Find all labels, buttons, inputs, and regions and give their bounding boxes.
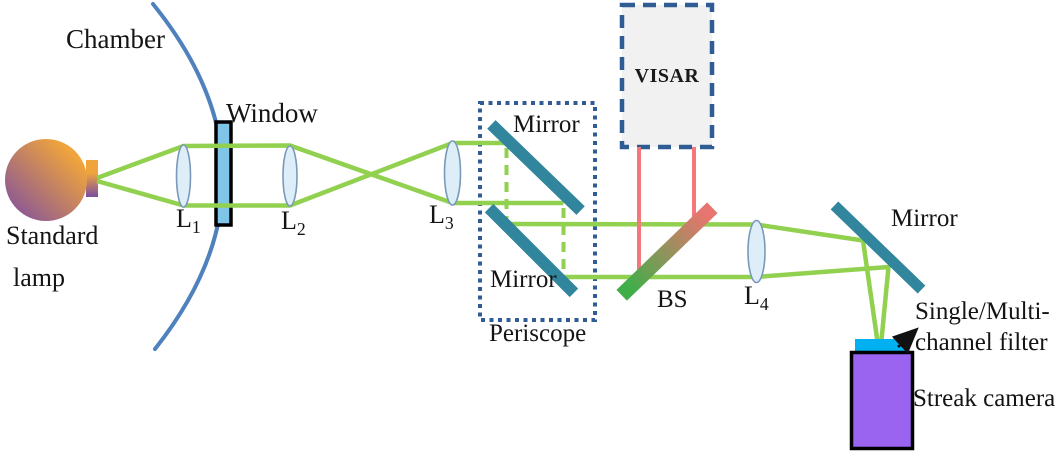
lens-l4-label-sub: 4: [759, 294, 769, 315]
mirror-right-label: Mirror: [891, 205, 958, 232]
lens-l3-label-sub: 3: [444, 213, 454, 234]
mirror-top-label: Mirror: [513, 111, 580, 138]
filter-pointer-arrow: [891, 327, 919, 354]
lens-l2-label-sub: 2: [296, 219, 306, 240]
lens-l4: [747, 219, 766, 284]
mirror-bottom-label: Mirror: [490, 266, 557, 293]
chamber-label: Chamber: [66, 24, 165, 54]
standard-lamp-label-line1: Standard: [6, 221, 99, 250]
lens-l1: [175, 144, 192, 208]
filter-label-line2: channel filter: [915, 329, 1048, 356]
visar-label: VISAR: [634, 64, 700, 87]
fold-mirror: [830, 201, 926, 294]
periscope-mirror-bottom: [484, 203, 579, 298]
standard-lamp-label-line2: lamp: [13, 263, 65, 292]
standard-lamp-bulb: [5, 139, 87, 221]
beam-periscope-exit-lower: [563, 264, 891, 346]
lens-l3-label: L3: [429, 200, 454, 232]
beamsplitter: [616, 202, 718, 301]
streak-camera-label: Streak camera: [913, 385, 1056, 412]
lens-l4-label: L4: [744, 281, 769, 313]
beam-upper-path: [96, 143, 564, 206]
lens-l1-label-sub: 1: [191, 217, 201, 238]
lens-l1-label-base: L: [176, 204, 192, 233]
filter-label-line1: Single/Multi-: [915, 298, 1050, 325]
periscope-label: Periscope: [489, 320, 587, 347]
visar-box: [619, 2, 715, 150]
lens-l3: [443, 140, 462, 206]
lens-l1-label: L1: [176, 204, 201, 236]
lens-l2-label-base: L: [281, 206, 297, 235]
periscope-box: [478, 101, 597, 322]
periscope-mirror-top: [487, 120, 585, 215]
streak-camera-body: [849, 350, 915, 451]
lens-l2: [282, 145, 298, 207]
lens-l3-label-base: L: [429, 200, 445, 229]
beam-periscope-exit-upper: [506, 221, 881, 346]
lens-l4-label-base: L: [744, 281, 760, 310]
vacuum-window: [214, 120, 233, 227]
lamp-stem: [86, 160, 98, 197]
beamsplitter-label: BS: [657, 286, 688, 313]
lens-l2-label: L2: [281, 206, 306, 238]
window-label: Window: [226, 98, 318, 128]
